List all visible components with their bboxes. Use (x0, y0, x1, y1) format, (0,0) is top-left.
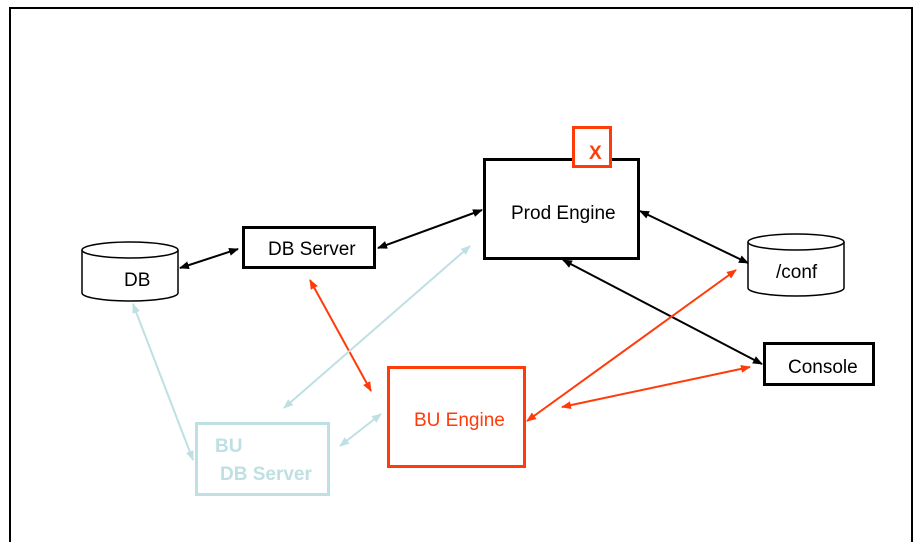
db-server-node: DB Server (242, 226, 376, 269)
console-node: Console (763, 342, 875, 386)
db-server-label: DB Server (268, 239, 356, 260)
db-label: DB (124, 270, 151, 291)
connector-budbserver-prod (283, 245, 471, 409)
bu-db-server-node: BU DB Server (195, 422, 330, 496)
conf-cylinder (747, 233, 845, 297)
console-label: Console (788, 357, 858, 378)
prod-engine-node: Prod Engine (483, 158, 640, 260)
failure-x-marker: X (572, 126, 612, 168)
bu-db-server-label-line2: DB Server (220, 464, 312, 485)
connector-db-budbserver (132, 303, 194, 461)
connector-dbserver-buengine (309, 279, 372, 392)
connector-db-dbserver (179, 248, 239, 269)
bu-engine-node: BU Engine (387, 366, 526, 468)
bu-db-server-label-line1: BU (215, 436, 243, 457)
connector-buengine-conf (526, 269, 737, 422)
connector-dbserver-prod (377, 209, 483, 249)
connector-prod-conf (639, 210, 749, 264)
db-cylinder (81, 241, 179, 302)
connector-prod-console (562, 259, 763, 365)
slide-frame (9, 7, 913, 542)
failure-x-glyph: X (589, 143, 602, 164)
conf-label: /conf (776, 262, 818, 283)
bu-engine-label: BU Engine (414, 410, 505, 431)
connector-buengine-console (561, 364, 751, 410)
prod-engine-label: Prod Engine (511, 203, 616, 224)
connector-budbserver-buengine (339, 413, 382, 447)
